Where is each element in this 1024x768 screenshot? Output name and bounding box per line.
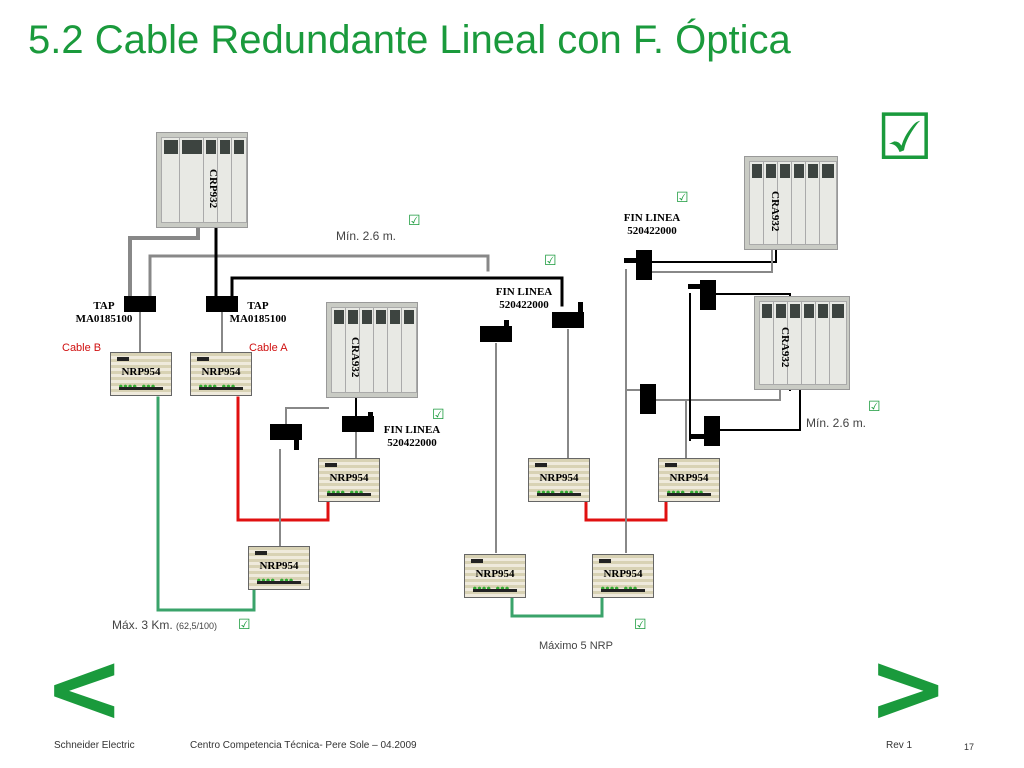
nrp954-module: NRP954●●●● ●●● <box>658 458 720 502</box>
crp932-rack: CRP932 <box>156 132 248 228</box>
big-check-icon: ☑ <box>876 101 934 175</box>
footer-page: 17 <box>964 742 975 752</box>
cra932-label-right: CRA932 <box>779 327 791 368</box>
nrp954-module: NRP954●●●● ●●● <box>110 352 172 396</box>
right-black-4 <box>719 389 801 431</box>
footer-company: Schneider Electric <box>54 740 135 751</box>
fiber-left <box>156 396 256 612</box>
fin-linea-right-top <box>636 250 652 280</box>
fin-linea-right-top-stub <box>624 258 638 263</box>
cable-a-label: Cable A <box>249 342 288 354</box>
nrp954-module: NRP954●●●● ●●● <box>318 458 380 502</box>
nrp954-label: NRP954 <box>603 568 643 580</box>
nrp954-module: NRP954●●●● ●●● <box>528 458 590 502</box>
red-left <box>236 396 330 522</box>
fin-linea-middle <box>342 416 374 432</box>
prev-slide-button[interactable]: < <box>44 632 125 744</box>
tap-right-3-stub <box>690 434 706 439</box>
next-slide-button[interactable]: > <box>868 632 949 744</box>
check-icon: ☑ <box>432 407 445 423</box>
fin-linea-middle-stub <box>368 412 373 426</box>
nrp954-label: NRP954 <box>259 560 299 572</box>
tap-right-1-stub <box>688 284 702 289</box>
min-dist-label-left: Mín. 2.6 m. <box>336 229 397 243</box>
fin-linea-center-right <box>552 312 584 328</box>
tap-right-2 <box>640 384 656 414</box>
right-gray-2 <box>639 249 773 273</box>
nrp954-label: NRP954 <box>539 472 579 484</box>
check-icon: ☑ <box>634 617 647 633</box>
cra932-label-top-right: CRA932 <box>769 191 781 232</box>
fin-linea-center-left <box>480 326 512 342</box>
tap-middle-left <box>270 424 302 440</box>
cable-b-gray <box>128 220 200 300</box>
footer-rev: Rev 1 <box>886 740 913 751</box>
cra932-rack-right: CRA932 <box>754 296 850 390</box>
footer-center: Centro Competencia Técnica- Pere Sole – … <box>190 740 417 751</box>
check-icon: ☑ <box>868 399 881 415</box>
max-nrp-label: Máximo 5 NRP <box>539 640 613 652</box>
cable-b-gray-2 <box>148 254 490 300</box>
tap-a <box>206 296 238 312</box>
min-dist-label-right: Mín. 2.6 m. <box>806 416 867 430</box>
nrp954-module: NRP954●●●● ●●● <box>592 554 654 598</box>
check-icon: ☑ <box>238 617 251 633</box>
max-dist-label: Máx. 3 Km. (62,5/100) <box>112 618 218 632</box>
nrp954-label: NRP954 <box>329 472 369 484</box>
right-gray-4 <box>647 387 781 401</box>
check-icon: ☑ <box>676 190 689 206</box>
fin-linea-center-left-stub <box>504 320 509 328</box>
nrp954-label: NRP954 <box>201 366 241 378</box>
nrp954-module: NRP954●●●● ●●● <box>190 352 252 396</box>
fin-linea-center-right-stub <box>578 302 583 314</box>
tap-middle-left-stub <box>294 438 299 450</box>
cra932-rack-top-right: CRA932 <box>744 156 838 250</box>
check-icon: ☑ <box>544 253 557 269</box>
tap-right-1 <box>700 280 716 310</box>
nrp954-module: NRP954●●●● ●●● <box>248 546 310 590</box>
tap-b <box>124 296 156 312</box>
cra932-rack-middle: CRA932 <box>326 302 418 398</box>
cable-a-black-2 <box>230 276 564 307</box>
page-title: 5.2 Cable Redundante Lineal con F. Óptic… <box>28 18 791 62</box>
nrp954-label: NRP954 <box>475 568 515 580</box>
mid-cra-gray <box>285 407 329 427</box>
tap-right-3 <box>704 416 720 446</box>
cable-b-label: Cable B <box>62 342 102 354</box>
check-icon: ☑ <box>408 213 421 229</box>
nrp954-label: NRP954 <box>121 366 161 378</box>
crp932-label: CRP932 <box>207 169 219 209</box>
right-black-1 <box>649 247 777 263</box>
nrp954-label: NRP954 <box>669 472 709 484</box>
cra932-label-middle: CRA932 <box>349 337 361 378</box>
fiber-bottom <box>510 596 604 618</box>
nrp954-module: NRP954●●●● ●●● <box>464 554 526 598</box>
